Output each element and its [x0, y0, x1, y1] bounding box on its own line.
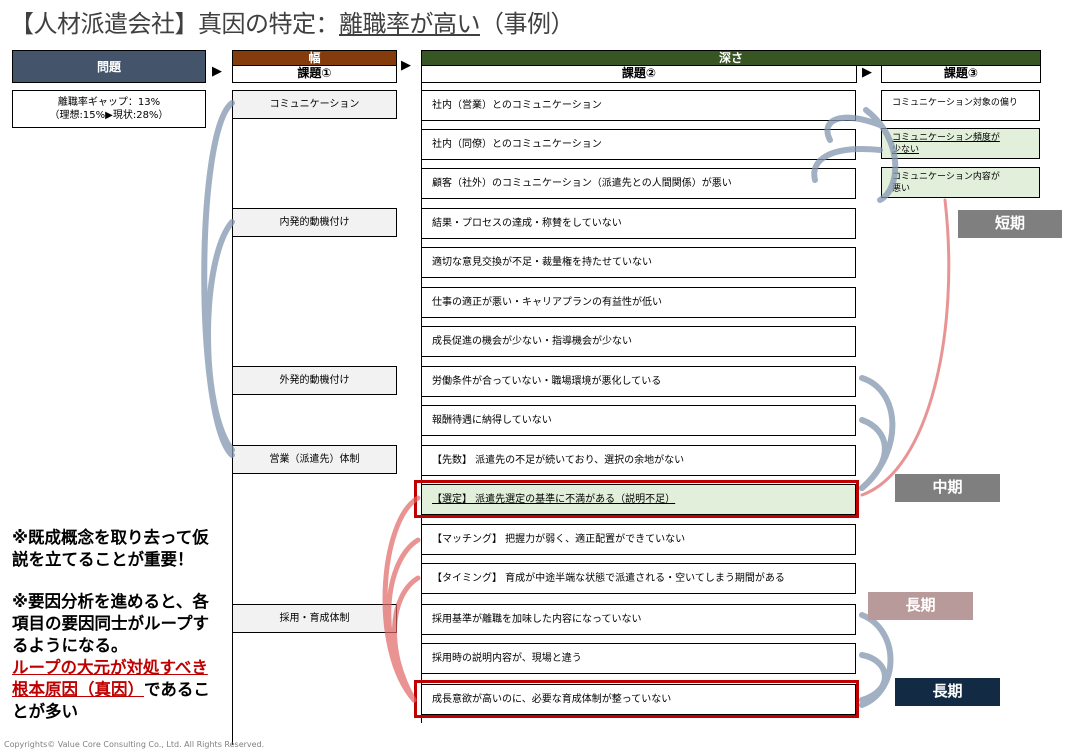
note-root-cause: ループの大元が対処すべき根本原因（真因） [12, 658, 208, 699]
issue1-intrinsic-motivation: 内発的動機付け [232, 208, 397, 237]
issue2-item: 適切な意見交換が不足・裁量権を持たせていない [421, 247, 856, 278]
arrow-right-icon: ▶ [212, 64, 222, 79]
issue3-text: コミュニケーション内容が [892, 172, 1000, 182]
term-tag-short: 短期 [958, 210, 1062, 238]
issue3-text: コミュニケーション対象の偏り [892, 98, 1018, 108]
annotation-note: ※既成概念を取り去って仮説を立てることが重要！ ※要因分析を進めると、各項目の要… [12, 527, 217, 723]
issue2-item: 【先数】 派遣先の不足が続いており、選択の余地がない [421, 445, 856, 476]
arrow-right-icon: ▶ [401, 58, 411, 73]
issue3-item: コミュニケーション対象の偏り [881, 90, 1040, 121]
note-paragraph: ※既成概念を取り去って仮説を立てることが重要！ [12, 528, 209, 569]
issue2-item: 【マッチング】 把握力が弱く、適正配置ができていない [421, 524, 856, 555]
issue2-item: 成長意欲が高いのに、必要な育成体制が整っていない [421, 684, 856, 715]
loop-arrow [824, 114, 883, 143]
problem-header: 問題 [12, 50, 206, 83]
note-text: であることが多い [12, 680, 210, 721]
problem-box: 離職率ギャップ：13% （理想:15%▶現状:28%） [12, 90, 206, 128]
loop-arrow [811, 146, 883, 183]
issue2-item: 社内（同僚）とのコミュニケーション [421, 129, 856, 160]
loop-arrow-red [391, 575, 421, 703]
issue1-hiring-training: 採用・育成体制 [232, 604, 397, 633]
term-tag-long: 長期 [895, 678, 1000, 706]
loop-arrow [859, 652, 888, 703]
issue2-item-highlighted: 【選定】 派遣先選定の基準に不満がある（説明不足） [421, 484, 856, 515]
width-subheader: 課題① [232, 65, 397, 83]
issue3-text: 悪い [892, 184, 911, 194]
issue1-extrinsic-motivation: 外発的動機付け [232, 366, 397, 395]
issue2-item: 成長促進の機会が少ない・指導機会が少ない [421, 326, 856, 357]
title-subject: 離職率が高い [339, 10, 481, 38]
issue2-item: 採用基準が離職を加味した内容になっていない [421, 604, 856, 635]
issue2-item: 採用時の説明内容が、現場と違う [421, 643, 856, 674]
loop-arrow-red [860, 198, 951, 497]
term-tag-long: 長期 [868, 592, 973, 620]
depth-subheader-3: 課題③ [881, 65, 1041, 83]
issue2-item: 結果・プロセスの達成・称賛をしていない [421, 208, 856, 239]
issue3-text: 少ない [892, 145, 920, 155]
issue2-item: 報酬待遇に納得していない [421, 405, 856, 436]
copyright: Copyrights© Value Core Consulting Co., L… [4, 740, 265, 749]
title-suffix: （事例） [480, 10, 575, 38]
problem-detail: （理想:15%▶現状:28%） [49, 110, 169, 121]
note-paragraph: ※要因分析を進めると、各項目の要因同士がループするようになる。 [12, 592, 210, 655]
issue3-item-highlighted: コミュニケーション頻度が少ない [881, 128, 1040, 159]
tree-line [232, 118, 233, 745]
arrow-right-icon: ▶ [862, 65, 872, 80]
issue1-sales-structure: 営業（派遣先）体制 [232, 445, 397, 474]
issue2-item: 【タイミング】 育成が中途半端な状態で派遣される・空いてしまう期間がある [421, 563, 856, 594]
loop-arrow [859, 417, 888, 491]
issue2-item: 労働条件が合っていない・職場環境が悪化している [421, 366, 856, 397]
loop-arrow [201, 100, 235, 458]
note-conclusion: ループの大元が対処すべき根本原因（真因）であることが多い [12, 657, 217, 723]
loop-arrow [205, 219, 235, 453]
tree-line [421, 83, 422, 723]
page-title: 【人材派遣会社】真因の特定：離職率が高い（事例） [10, 4, 575, 39]
depth-subheader-2: 課題② [421, 65, 857, 83]
issue3-text: コミュニケーション頻度が [892, 133, 1000, 143]
issue2-item: 顧客（社外）のコミュニケーション（派遣先との人間関係）が悪い [421, 168, 856, 199]
problem-gap: 離職率ギャップ：13% [57, 97, 161, 108]
term-tag-mid: 中期 [895, 474, 1000, 502]
issue2-item: 社内（営業）とのコミュニケーション [421, 90, 856, 121]
loop-arrow [863, 107, 899, 203]
issue1-communication: コミュニケーション [232, 90, 397, 119]
title-prefix: 【人材派遣会社】真因の特定： [10, 10, 340, 38]
issue3-item-highlighted: コミュニケーション内容が悪い [881, 167, 1040, 198]
issue2-item: 仕事の適正が悪い・キャリアプランの有益性が低い [421, 287, 856, 318]
